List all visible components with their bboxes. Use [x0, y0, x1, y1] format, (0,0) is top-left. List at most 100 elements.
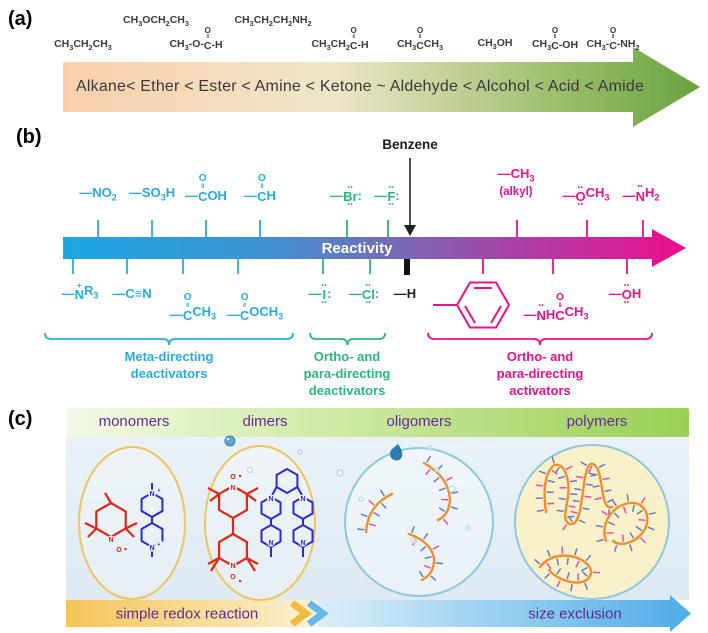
benzene-label: Benzene: [382, 137, 438, 152]
side-chain: [598, 463, 606, 469]
side-chain: [420, 545, 427, 552]
side-chain: [569, 479, 577, 483]
side-chain: [567, 515, 575, 519]
side-chain: [604, 489, 612, 492]
side-chain: [594, 497, 602, 501]
side-chain: [613, 544, 618, 552]
side-chain: [422, 533, 429, 540]
side-chain: [574, 548, 578, 556]
side-chain: [638, 518, 646, 522]
formula-methyl-formate: CH3-O-O‖C-H: [169, 26, 223, 52]
side-chain: [373, 511, 380, 517]
side-chain: [602, 477, 610, 481]
polymer-chain: [543, 462, 614, 526]
substituent-methyl: —CH3: [497, 166, 535, 184]
side-chain: [570, 584, 573, 592]
atom-label: N: [230, 563, 235, 570]
side-chain: [580, 461, 587, 467]
polymer-chain: [538, 554, 593, 584]
reactivity-axis-label: Reactivity: [321, 240, 393, 257]
substituent-methoxy: —••O••CH3: [562, 183, 610, 209]
stage-circle-monomers: [78, 446, 186, 600]
side-chain: [585, 554, 592, 562]
benzene-position-tick: [404, 259, 410, 275]
redox-banner: [66, 600, 318, 627]
side-chain: [551, 469, 558, 476]
side-chain: [640, 537, 646, 544]
bubble-icon: [411, 538, 417, 544]
size-exclusion-banner-label: size exclusion: [528, 605, 622, 623]
stage-circle-dimers: [204, 445, 316, 601]
brace-meta-directing-deactivators: [44, 332, 294, 346]
side-chain: [581, 571, 588, 577]
basicity-scale-text: Alkane< Ether < Ester < Amine < Ketone ~…: [76, 78, 645, 95]
atom-label: O: [116, 547, 122, 554]
side-chain: [578, 519, 586, 524]
reactivity-arrow: [63, 229, 686, 267]
side-chain: [572, 499, 580, 503]
side-chain: [592, 485, 600, 488]
side-chain: [584, 582, 589, 590]
bubble-icon: [358, 496, 364, 502]
molecule-viologen-monomer: N+N+: [140, 483, 164, 557]
side-chain: [546, 562, 552, 570]
side-chain: [595, 524, 603, 528]
substituent-chloro: —••Cl••:: [348, 281, 380, 307]
benzene-pointer-arrowhead-icon: [404, 225, 416, 236]
formula-acetamide: CH3-O‖C-NH2: [586, 26, 640, 52]
side-chain: [426, 455, 432, 463]
oligomer-chain: [364, 492, 394, 534]
side-chain: [536, 509, 544, 512]
side-chain: [546, 549, 551, 557]
side-chain: [558, 497, 566, 501]
atom-label: +: [157, 542, 160, 548]
atom-label: N: [300, 496, 305, 503]
side-chain: [584, 495, 592, 498]
side-chain: [611, 499, 618, 507]
side-chain: [536, 484, 544, 487]
side-chain: [629, 531, 635, 539]
atom-label: O: [230, 474, 236, 481]
panel-a-label: (a): [8, 8, 33, 30]
side-chain: [538, 470, 547, 475]
side-chain: [570, 493, 578, 496]
side-chain: [438, 487, 446, 492]
side-chain: [554, 467, 560, 474]
side-chain: [424, 555, 432, 560]
side-chain: [629, 544, 633, 552]
side-chain: [582, 507, 590, 511]
side-chain: [587, 472, 596, 476]
formula-methanol: CH3OH: [477, 36, 513, 51]
chevron-right-icon: [306, 600, 329, 627]
side-chain: [568, 505, 576, 508]
atom-label: N: [268, 540, 273, 547]
side-chain: [438, 507, 446, 513]
side-chain: [588, 465, 593, 473]
side-chain: [380, 502, 387, 509]
side-chain: [601, 510, 608, 516]
atom-label: N: [230, 485, 235, 492]
side-chain: [445, 476, 453, 482]
side-chain: [423, 564, 431, 569]
chevron-right-icon: [289, 600, 312, 627]
side-chain: [647, 526, 655, 531]
side-chain: [631, 504, 635, 513]
side-chain: [360, 513, 368, 518]
formula-ethyl-methyl-ether: CH3OCH2CH3: [123, 13, 189, 28]
stage-circle-polymers: [514, 444, 670, 600]
atom-label: +: [157, 488, 160, 494]
side-chain: [546, 502, 555, 505]
redox-banner-label: simple redox reaction: [115, 605, 259, 623]
substituent-hydrogen: —H: [393, 286, 417, 302]
panel-b-label: (b): [16, 126, 42, 148]
